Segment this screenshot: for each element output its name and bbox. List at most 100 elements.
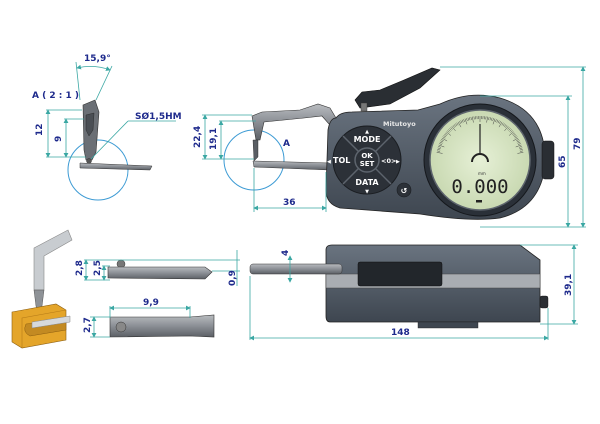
dim-19-1: 19,1 — [209, 128, 219, 150]
dim-12: 12 — [35, 123, 45, 136]
right-arrow-icon: ▶ — [396, 159, 400, 165]
dial-tick — [472, 116, 474, 123]
dial-tick — [439, 141, 443, 144]
dial-tick — [497, 120, 500, 124]
detail-label: A ( 2 : 1 ) — [32, 91, 79, 101]
detail-marker: A — [283, 139, 290, 149]
side-knob[interactable] — [541, 140, 555, 180]
dial-tick — [508, 128, 511, 131]
dial-tick — [516, 139, 519, 141]
dim-79: 79 — [573, 137, 583, 150]
dial-tick — [467, 117, 469, 121]
dial-tick — [436, 150, 440, 152]
dial-tick — [443, 135, 447, 138]
dial-tick — [512, 137, 519, 142]
dial-tick — [499, 121, 501, 124]
dial-tick — [449, 128, 452, 131]
dial-tick — [452, 125, 455, 128]
dial-scale — [436, 116, 524, 154]
detail-view-a: 15,9° A ( 2 : 1 ) 12 9 SØ1,5HM — [32, 54, 182, 201]
dim-4: 4 — [281, 250, 291, 256]
dial-tick — [520, 150, 524, 152]
dim-148: 148 — [391, 328, 410, 338]
dial-tick — [460, 120, 463, 124]
dial-tick — [461, 119, 464, 123]
ball-tip — [86, 158, 92, 164]
dial-tick — [505, 125, 508, 128]
dial-tick — [510, 130, 513, 133]
dial-tick — [457, 121, 462, 128]
detail-circle — [67, 139, 129, 201]
side-jaw — [249, 263, 343, 275]
dial-tick — [455, 123, 458, 127]
dial-tick — [498, 121, 503, 128]
angle-label: 15,9° — [84, 54, 111, 64]
dim-36: 36 — [283, 198, 296, 208]
dial-tick — [442, 136, 446, 139]
up-arrow-icon: ▲ — [365, 129, 369, 135]
dial-tick — [518, 146, 522, 148]
dial-tick — [514, 136, 518, 139]
jaw-side-profile — [107, 266, 213, 280]
dim-2-8: 2,8 — [75, 260, 85, 276]
dim-65: 65 — [558, 155, 568, 168]
dial-tick — [451, 126, 456, 132]
ok-set-button[interactable] — [354, 147, 380, 173]
unit-label: mm — [478, 171, 486, 176]
dial-tick — [459, 121, 461, 124]
iso-view — [11, 229, 73, 349]
dim-9: 9 — [54, 136, 64, 142]
iso-arm — [33, 229, 73, 291]
dial-tick — [486, 116, 488, 123]
lower-jaw-tip — [79, 162, 153, 171]
side-view: 4 148 39,1 — [249, 244, 578, 341]
digital-readout: 0.000 — [451, 176, 508, 198]
power-button[interactable] — [396, 182, 412, 198]
dial-tick — [466, 118, 468, 122]
dial-tick — [509, 129, 512, 132]
dim-2-7: 2,7 — [83, 317, 93, 333]
dial-tick — [502, 123, 505, 127]
data-button[interactable]: DATA — [355, 178, 379, 187]
dial-tick — [495, 119, 497, 123]
dial-tick — [441, 139, 444, 141]
dial-tick — [438, 146, 442, 148]
dial-tick — [492, 118, 494, 122]
dial-tick — [512, 132, 515, 135]
dial-tick — [517, 141, 521, 144]
dial-tick — [447, 130, 450, 133]
dim-2-5: 2,5 — [93, 260, 103, 276]
dial-tick — [439, 143, 443, 145]
dial-tick — [450, 127, 453, 130]
dial-tick — [507, 127, 510, 130]
tol-button[interactable]: TOL — [333, 156, 350, 165]
dial-tick — [504, 126, 509, 132]
battery-icon — [476, 200, 482, 203]
dim-0-9: 0,9 — [228, 270, 238, 286]
brand-logo: Mitutoyo — [383, 120, 416, 128]
dim-22-4: 22,4 — [193, 126, 203, 148]
power-icon: ↺ — [401, 187, 408, 196]
jaw-views: 2,8 2,5 0,9 9,9 2,7 — [75, 250, 240, 338]
dial-tick — [440, 140, 444, 143]
dial-tick — [469, 117, 471, 121]
dial-tick — [513, 135, 517, 138]
dial-tick — [463, 119, 465, 123]
dial-tick — [501, 122, 504, 126]
lcd-display — [429, 109, 531, 211]
dial-tick — [489, 117, 491, 121]
left-arrow-icon: ◀ — [327, 159, 331, 165]
side-lever — [357, 261, 443, 287]
ok-label: OK — [361, 152, 373, 160]
mode-button[interactable]: MODE — [354, 135, 381, 144]
down-arrow-icon: ▼ — [365, 189, 369, 195]
lower-jaw — [252, 160, 331, 171]
dial-tick — [496, 119, 499, 123]
zero-button[interactable]: <0> — [381, 157, 396, 165]
lever[interactable] — [354, 67, 441, 109]
dial-tick — [437, 149, 441, 151]
dial-tick — [513, 133, 516, 137]
dial-tick — [448, 129, 451, 132]
dial-tick — [517, 143, 521, 145]
dial-tick — [516, 140, 520, 143]
